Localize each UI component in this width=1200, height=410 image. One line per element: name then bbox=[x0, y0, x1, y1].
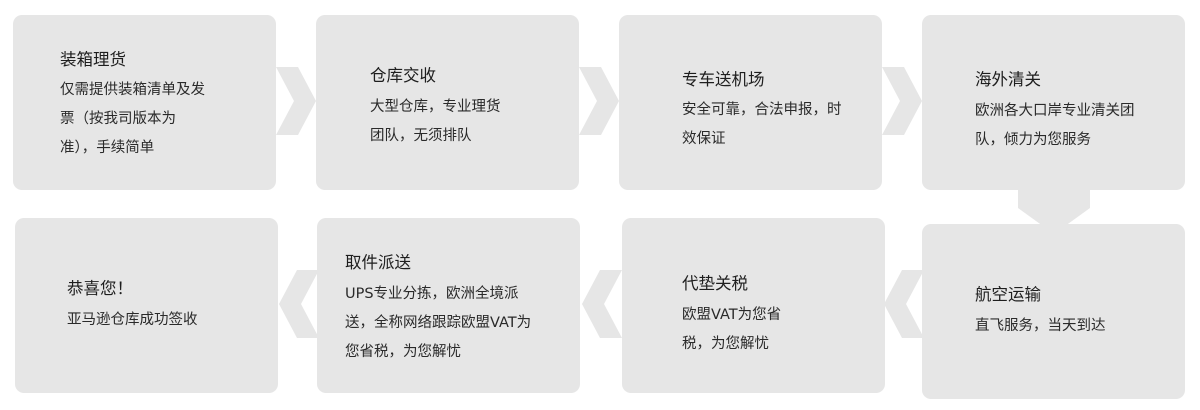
step-description: 仅需提供装箱清单及发票（按我司版本为准），手续简单 bbox=[60, 82, 205, 156]
step-title: 海外清关 bbox=[975, 70, 1041, 89]
step-title: 装箱理货 bbox=[60, 50, 126, 69]
arrow-left-icon bbox=[277, 270, 319, 338]
step-description: 亚马逊仓库成功签收 bbox=[67, 312, 198, 328]
step-packing: 装箱理货 仅需提供装箱清单及发票（按我司版本为准），手续简单 bbox=[13, 15, 276, 190]
step-description: UPS专业分拣，欧洲全境派送，全称网络跟踪欧盟VAT为您省税，为您解忧 bbox=[345, 286, 532, 360]
arrow-down-icon bbox=[1018, 190, 1090, 236]
arrow-right-icon bbox=[882, 67, 924, 135]
step-congratulations: 恭喜您！ 亚马逊仓库成功签收 bbox=[15, 218, 278, 393]
step-description: 欧洲各大口岸专业清关团队，倾力为您服务 bbox=[975, 103, 1135, 148]
step-description: 直飞服务，当天到达 bbox=[975, 318, 1106, 334]
step-description: 欧盟VAT为您省税，为您解忧 bbox=[682, 307, 782, 352]
step-duty-advance: 代垫关税 欧盟VAT为您省税，为您解忧 bbox=[622, 218, 885, 393]
step-description: 大型仓库，专业理货团队，无须排队 bbox=[370, 99, 501, 144]
step-description: 安全可靠，合法申报，时效保证 bbox=[682, 102, 842, 147]
arrow-right-icon bbox=[276, 67, 318, 135]
step-title: 仓库交收 bbox=[370, 66, 436, 85]
step-title: 专车送机场 bbox=[682, 70, 765, 89]
step-title: 代垫关税 bbox=[682, 274, 748, 293]
arrow-right-icon bbox=[579, 67, 621, 135]
arrow-left-icon bbox=[580, 270, 622, 338]
step-title: 航空运输 bbox=[975, 285, 1041, 304]
step-air-transport: 航空运输 直飞服务，当天到达 bbox=[922, 224, 1185, 399]
step-title: 取件派送 bbox=[345, 253, 411, 272]
step-warehouse-handover: 仓库交收 大型仓库，专业理货团队，无须排队 bbox=[316, 15, 579, 190]
step-title: 恭喜您！ bbox=[67, 279, 133, 298]
step-airport-delivery: 专车送机场 安全可靠，合法申报，时效保证 bbox=[619, 15, 882, 190]
step-pickup-delivery: 取件派送 UPS专业分拣，欧洲全境派送，全称网络跟踪欧盟VAT为您省税，为您解忧 bbox=[317, 218, 580, 393]
arrow-left-icon bbox=[882, 270, 924, 338]
step-customs-clearance: 海外清关 欧洲各大口岸专业清关团队，倾力为您服务 bbox=[922, 15, 1185, 190]
